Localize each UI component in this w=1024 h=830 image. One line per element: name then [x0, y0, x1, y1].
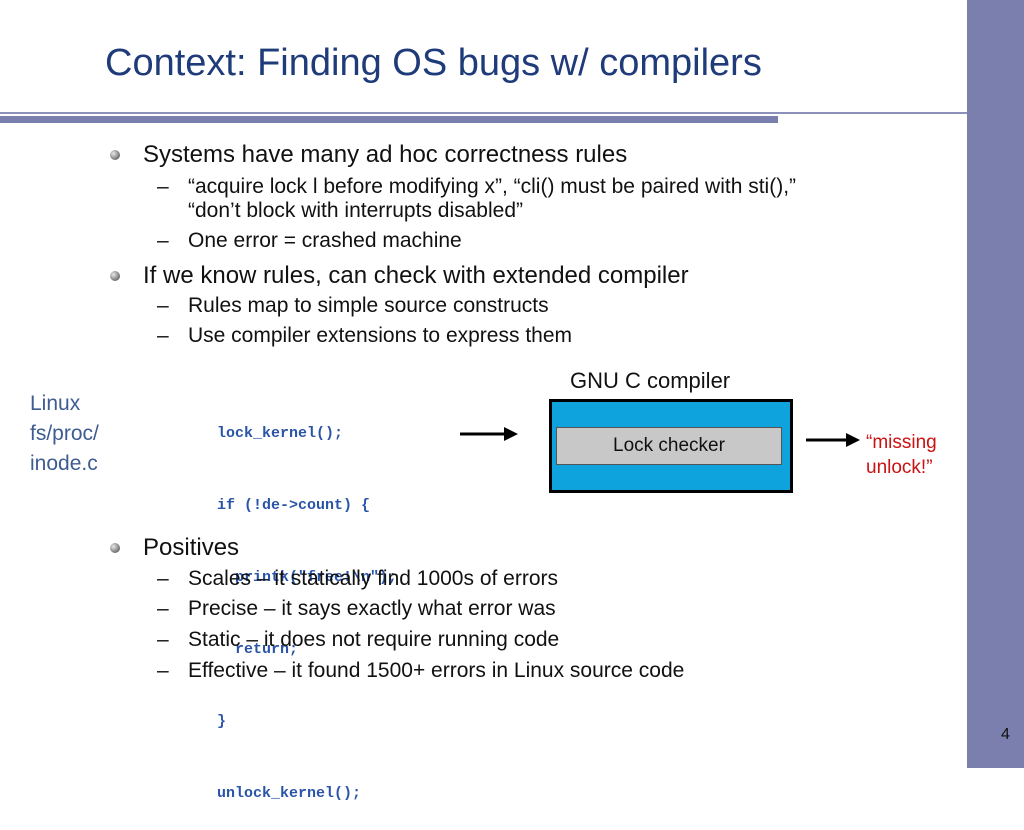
lock-checker-box: Lock checker [556, 427, 782, 465]
title-underline-thin [0, 112, 967, 114]
page-number: 4 [1001, 726, 1010, 743]
sub-bullet-text: Precise – it says exactly what error was [188, 597, 556, 620]
dash-icon: – [157, 567, 169, 590]
arrow-right-icon [460, 427, 518, 441]
sub-bullet-text: One error = crashed machine [188, 229, 462, 252]
sub-bullet-text: Scales – it statically find 1000s of err… [188, 567, 559, 590]
arrow-right-icon [806, 433, 860, 447]
code-line: return; [217, 641, 299, 658]
bullet-icon [110, 150, 120, 160]
title-underline [0, 116, 778, 123]
right-accent-bar [967, 0, 1024, 768]
bullet-icon [110, 543, 120, 553]
code-line: printk("free!\n"); [217, 569, 398, 586]
lock-checker-label: Lock checker [613, 435, 725, 456]
slide-title: Context: Finding OS bugs w/ compilers [105, 42, 762, 84]
bullet-text: Systems have many ad hoc correctness rul… [143, 141, 628, 168]
dash-icon: – [157, 229, 169, 252]
sub-bullet-text: Static – it does not require running cod… [188, 628, 560, 651]
dash-icon: – [157, 294, 169, 317]
code-line: unlock_kernel(); [217, 785, 362, 802]
sub-bullet-text: Rules map to simple source constructs [188, 294, 549, 317]
source-file-label: Linux fs/proc/ inode.c [30, 392, 99, 475]
result-message: “missing unlock!” [866, 432, 937, 478]
dash-icon: – [157, 659, 169, 682]
sub-bullet-text: Use compiler extensions to express them [188, 324, 572, 347]
dash-icon: – [157, 628, 169, 651]
dash-icon: – [157, 597, 169, 620]
compiler-label: GNU C compiler [570, 368, 731, 393]
dash-icon: – [157, 175, 169, 198]
bullet-text: Positives [143, 534, 240, 561]
code-line: } [217, 713, 227, 730]
code-line: lock_kernel(); [217, 425, 344, 442]
dash-icon: – [157, 324, 169, 347]
code-line: if (!de->count) { [217, 497, 371, 514]
bullet-icon [110, 271, 120, 281]
sub-bullet-text: “acquire lock l before modifying x”, “cl… [188, 175, 797, 222]
sub-bullet-text: Effective – it found 1500+ errors in Lin… [188, 659, 685, 682]
bullet-text: If we know rules, can check with extende… [143, 262, 689, 289]
